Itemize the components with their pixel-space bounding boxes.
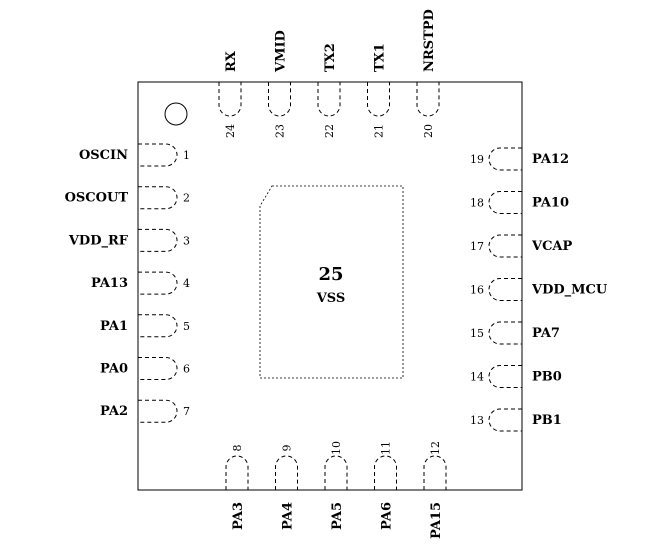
pin-pad: [488, 365, 522, 388]
pin-pad: [138, 399, 178, 423]
pin-number: 18: [470, 197, 484, 210]
pin-number: 8: [231, 445, 244, 452]
pin-label: PA15: [429, 502, 444, 539]
pin-label: PA2: [100, 404, 128, 419]
pin-number: 10: [330, 441, 343, 455]
pin-pad: [416, 82, 440, 117]
pin-label: NRSTPD: [422, 9, 437, 72]
pin-pad: [374, 455, 397, 490]
pin-number: 24: [224, 124, 237, 138]
pin-label: PA5: [330, 502, 345, 530]
pin-label: PB1: [532, 413, 562, 428]
chip-body: [137, 81, 523, 491]
pin-pad: [488, 191, 522, 214]
pin-label: VDD_RF: [68, 233, 129, 248]
pin-number: 13: [470, 414, 484, 427]
pin-label: VCAP: [531, 239, 573, 254]
pin-pad: [488, 147, 522, 171]
pin-pad: [317, 82, 341, 117]
pin-label: PA13: [91, 276, 128, 291]
pin-label: PA6: [380, 502, 395, 530]
center-pad-number: 25: [318, 264, 343, 285]
pin-number: 1: [183, 149, 190, 162]
pin-label: PA1: [100, 319, 128, 334]
pin-label: TX1: [373, 43, 388, 72]
exposed-pad: [259, 185, 404, 379]
pin-pad: [138, 271, 178, 295]
pin-label: TX2: [323, 43, 338, 72]
pin-label: PB0: [532, 370, 562, 385]
pin-number: 23: [274, 124, 287, 138]
pin-pad: [488, 408, 522, 432]
top-pins: 24 RX 23 VMID 22 TX2 21 TX1 20 NRSTPD: [218, 9, 440, 138]
pin-pad: [324, 455, 348, 490]
pin-label: PA4: [281, 502, 296, 530]
pin-pad: [275, 455, 298, 490]
pin-number: 14: [470, 371, 484, 384]
pin-label: VDD_MCU: [531, 283, 608, 298]
pin-number: 17: [470, 240, 484, 253]
right-pins: 19 PA12 18 PA10 17 VCAP 16 VDD_MCU 15 PA7 14 PB0 13 P…: [470, 147, 608, 432]
pin-label: PA0: [100, 362, 128, 377]
pin-label: RX: [224, 50, 239, 72]
pin-pad: [268, 82, 291, 117]
pin-pad: [138, 228, 178, 252]
pin-label: PA7: [532, 326, 560, 341]
pin-number: 20: [422, 124, 435, 138]
pin-number: 15: [470, 327, 484, 340]
pin-pad: [218, 82, 242, 117]
pin-pad: [138, 357, 178, 380]
pin-number: 2: [183, 192, 190, 205]
pin-pad: [225, 455, 249, 490]
pin-label: OSCIN: [79, 148, 128, 163]
pin-number: 7: [183, 405, 190, 418]
pin-number: 4: [183, 277, 190, 290]
pin-number: 12: [429, 441, 442, 455]
pin-pad: [367, 82, 390, 117]
pin-number: 11: [380, 441, 393, 455]
pin-number: 9: [281, 445, 294, 452]
pin-number: 5: [183, 320, 190, 333]
pin1-marker-icon: [164, 102, 188, 126]
pin-pad: [423, 455, 447, 490]
pin-pad: [138, 143, 178, 167]
pin-number: 6: [183, 363, 190, 376]
pin-number: 3: [183, 234, 190, 247]
pin-label: VMID: [274, 30, 289, 73]
pin-pad: [488, 234, 522, 258]
pin-pad: [488, 278, 522, 301]
pin-label: PA3: [231, 502, 246, 530]
center-pad-name: VSS: [316, 291, 346, 306]
pin-number: 21: [373, 124, 386, 138]
pin-pad: [488, 321, 522, 345]
pin-label: OSCOUT: [65, 191, 129, 206]
pin-number: 22: [323, 124, 336, 138]
pin-number: 19: [470, 153, 484, 166]
pin-number: 16: [470, 284, 484, 297]
pin-label: PA12: [532, 152, 569, 167]
pin-pad: [138, 186, 178, 210]
pin-pad: [138, 314, 178, 338]
left-pins: 1 OSCIN 2 OSCOUT 3 VDD_RF 4 PA13 5 PA1 6 PA0 7 PA2: [65, 143, 190, 423]
pin-label: PA10: [532, 196, 569, 211]
